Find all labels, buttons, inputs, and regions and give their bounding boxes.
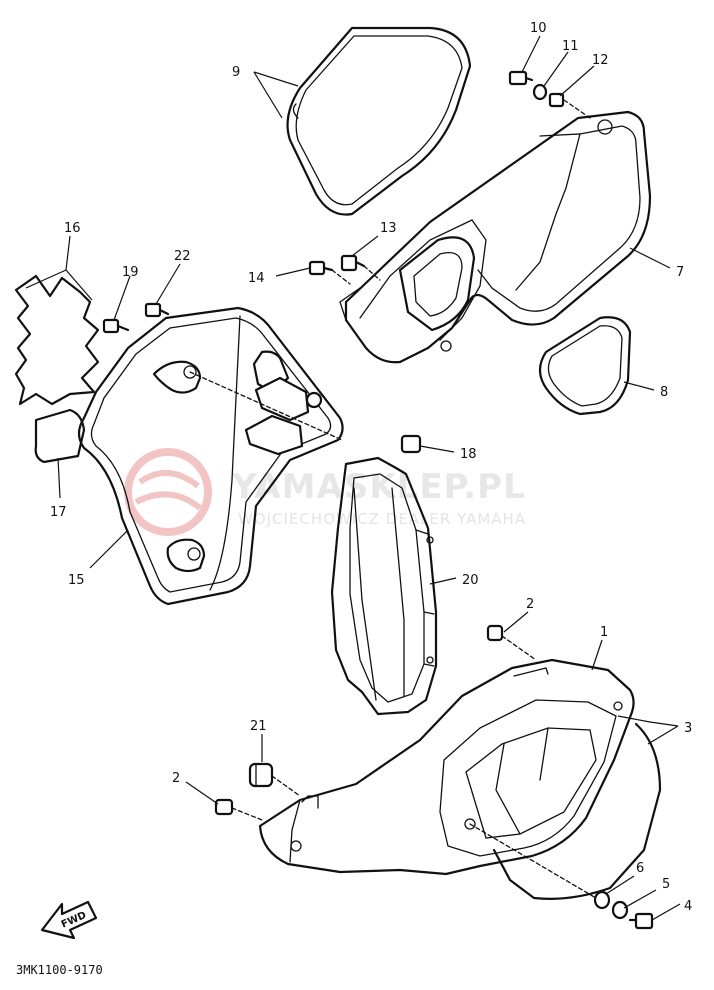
part-9-seal bbox=[286, 26, 472, 216]
callout-16: 16 bbox=[64, 221, 81, 236]
callout-12: 12 bbox=[592, 53, 609, 68]
part-20-plate bbox=[330, 456, 438, 716]
watermark: YAMASKLEP.PL WOJCIECHOWICZ DEALER YAMAHA bbox=[124, 448, 526, 536]
fastener-22-bolt bbox=[144, 302, 170, 318]
fastener-6-collar bbox=[593, 890, 611, 910]
part-1-lower-side-cover bbox=[258, 658, 662, 900]
callout-numbers: 9 10 11 12 13 14 7 8 16 19 22 17 15 18 2… bbox=[50, 21, 692, 914]
fastener-10-bolt bbox=[508, 70, 534, 86]
callout-2-lower: 2 bbox=[172, 771, 180, 786]
callout-20: 20 bbox=[462, 573, 479, 588]
fastener-12-nut bbox=[548, 92, 565, 108]
fasteners bbox=[102, 70, 654, 930]
callout-15: 15 bbox=[68, 573, 85, 588]
callout-9: 9 bbox=[232, 65, 240, 80]
callout-13: 13 bbox=[380, 221, 397, 236]
callout-17: 17 bbox=[50, 505, 67, 520]
callout-22: 22 bbox=[174, 249, 191, 264]
callout-6: 6 bbox=[636, 861, 644, 876]
callout-19: 19 bbox=[122, 265, 139, 280]
fastener-4-bolt bbox=[628, 912, 654, 930]
callout-14: 14 bbox=[248, 271, 265, 286]
callout-18: 18 bbox=[460, 447, 477, 462]
callout-2-upper: 2 bbox=[526, 597, 534, 612]
fastener-2-upper-grommet bbox=[486, 624, 504, 642]
part-15-front-side-cover bbox=[77, 306, 344, 606]
fastener-21-damper bbox=[248, 762, 274, 788]
callout-1: 1 bbox=[600, 625, 608, 640]
fwd-direction-arrow: FWD bbox=[40, 900, 98, 940]
fastener-18-grommet bbox=[400, 434, 422, 454]
fastener-11-washer bbox=[532, 83, 548, 101]
fastener-5-washer bbox=[611, 900, 629, 920]
callout-4: 4 bbox=[684, 899, 692, 914]
part-17-sticker bbox=[34, 408, 86, 464]
callout-8: 8 bbox=[660, 385, 668, 400]
watermark-subtitle: WOJCIECHOWICZ DEALER YAMAHA bbox=[238, 510, 526, 528]
callout-3: 3 bbox=[684, 721, 692, 736]
watermark-title: YAMASKLEP.PL bbox=[231, 467, 526, 507]
assembly-lines bbox=[189, 99, 597, 899]
part-8-seal-ring bbox=[538, 316, 632, 416]
fastener-14-bolt bbox=[308, 260, 334, 276]
drawing-code: 3MK1100-9170 bbox=[16, 963, 103, 977]
leader-lines bbox=[25, 35, 681, 921]
callout-10: 10 bbox=[530, 21, 547, 36]
part-16-sponge bbox=[14, 274, 100, 406]
fastener-13-bolt bbox=[340, 254, 366, 272]
callout-5: 5 bbox=[662, 877, 670, 892]
callout-7: 7 bbox=[676, 265, 684, 280]
fastener-2-lower-grommet bbox=[214, 798, 234, 816]
fastener-19-bolt bbox=[102, 318, 130, 334]
callout-21: 21 bbox=[250, 719, 267, 734]
callout-11: 11 bbox=[562, 39, 579, 54]
part-7-upper-cover bbox=[339, 110, 652, 364]
